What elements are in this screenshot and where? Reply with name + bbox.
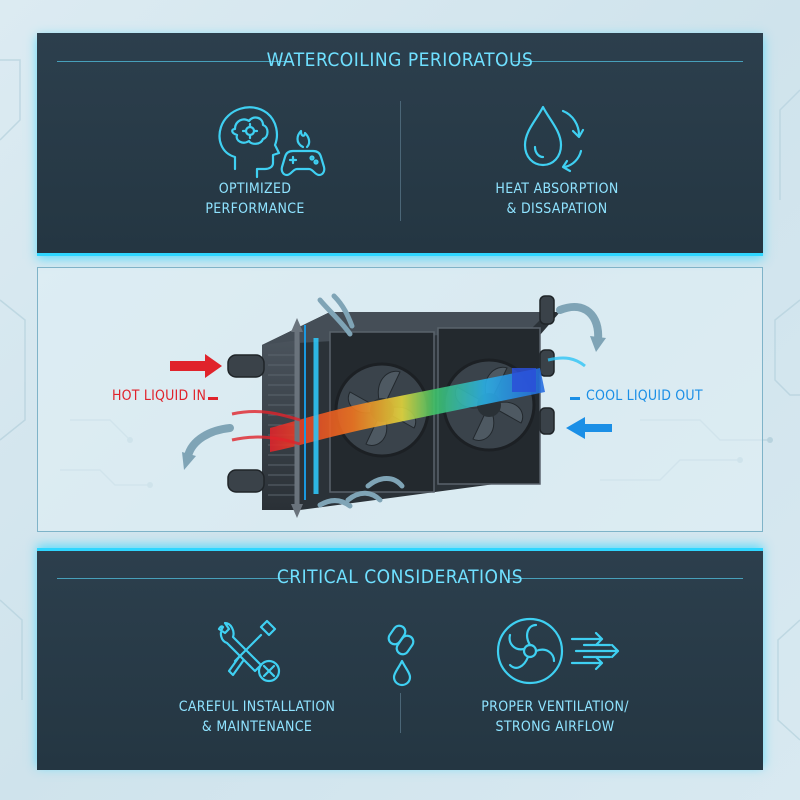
liquid-flow-band (270, 368, 545, 452)
feature-label-installation: CAREFUL INSTALLATION & MAINTENANCE (157, 697, 357, 737)
brain-gaming-icon (218, 106, 326, 179)
feature-label-performance: OPTIMIZED PERFORMANCE (155, 179, 355, 219)
cool-label-dash (570, 397, 580, 400)
airflow-arrows (317, 293, 405, 509)
feature-label-line: PROPER VENTILATION/ (481, 699, 629, 715)
feature-label-line: OPTIMIZED (218, 181, 292, 197)
title-line-left (57, 61, 287, 62)
hot-liquid-label: HOT LIQUID IN (112, 388, 207, 404)
panel-title: CRITICAL CONSIDERATIONS (276, 566, 524, 588)
chain-link-drop-icon (387, 624, 415, 687)
cool-liquid-label: COOL LIQUID OUT (586, 388, 703, 404)
hot-inlet-arrow (170, 354, 301, 470)
feature-label-line: PERFORMANCE (205, 201, 305, 217)
feature-label-ventilation: PROPER VENTILATION/ STRONG AIRFLOW (455, 697, 655, 737)
title-line-left (57, 578, 291, 579)
considerations-panel: CRITICAL CONSIDERATIONS CAREFUL INSTALLA… (37, 548, 763, 770)
benefits-panel: WATERCOILING PERIORATOUS OPTIMIZED PERFO… (37, 33, 763, 256)
feature-label-line: & MAINTENANCE (201, 719, 313, 735)
panel-divider (400, 693, 401, 733)
panel-title: WATERCOILING PERIORATOUS (266, 49, 534, 71)
panel-divider (400, 101, 401, 221)
hot-label-dash (208, 397, 218, 400)
title-line-right (513, 61, 743, 62)
feature-label-line: STRONG AIRFLOW (495, 719, 615, 735)
cool-outlet-arrow (512, 303, 612, 439)
coolant-tubes (291, 318, 319, 518)
feature-label-heat: HEAT ABSORPTION & DISSAPATION (457, 179, 657, 219)
fan-airflow-icon (496, 617, 620, 685)
feature-label-line: & DISSAPATION (506, 201, 608, 217)
title-line-right (509, 578, 743, 579)
water-drop-cycle-icon (523, 105, 585, 173)
feature-label-line: HEAT ABSORPTION (495, 181, 619, 197)
wrench-screwdriver-icon (217, 619, 281, 683)
feature-label-line: CAREFUL INSTALLATION (178, 699, 336, 715)
radiator-diagram (170, 293, 612, 518)
